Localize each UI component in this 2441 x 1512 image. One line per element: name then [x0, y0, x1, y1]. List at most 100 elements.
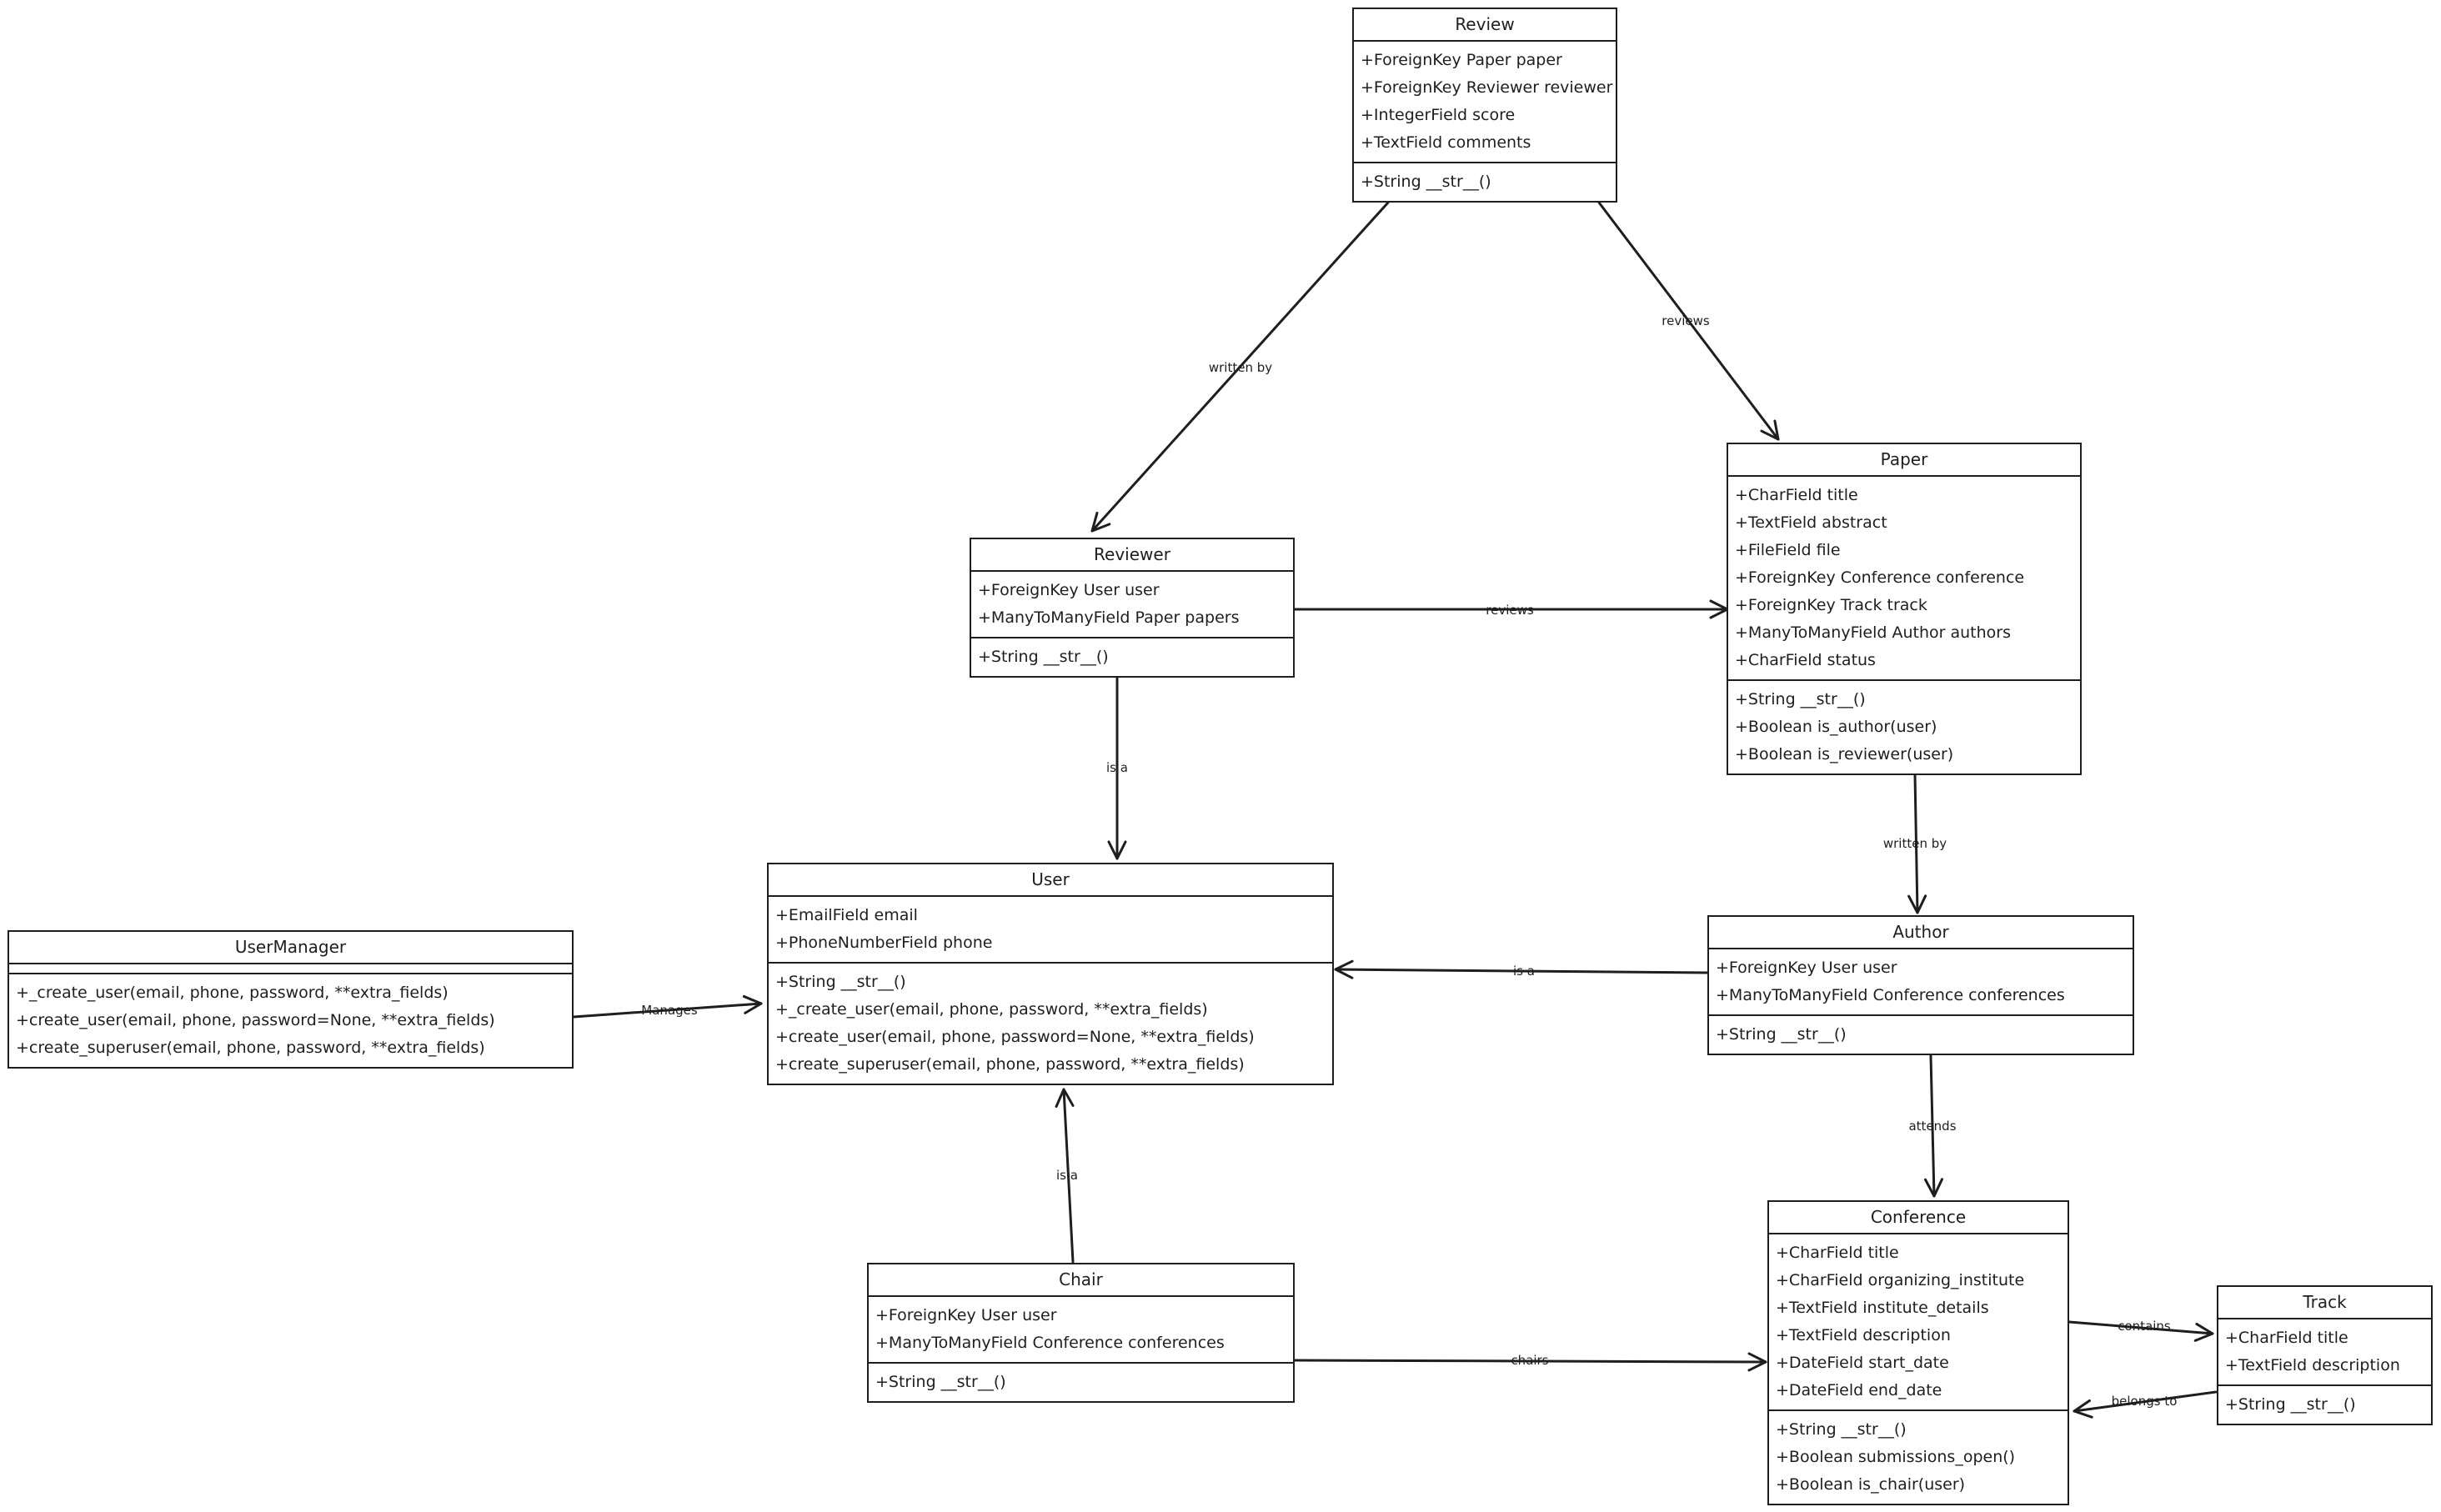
method: +_create_user(email, phone, password, **…: [775, 1000, 1208, 1019]
attributes-section: +CharField title +TextField abstract +Fi…: [1728, 477, 2080, 679]
methods-section: +String __str__(): [971, 637, 1293, 676]
label-review-reviewer: written by: [1209, 360, 1272, 375]
class-title: Paper: [1728, 444, 2080, 477]
attribute: +TextField institute_details: [1776, 1299, 1989, 1317]
class-title: UserManager: [9, 932, 572, 964]
method: +String __str__(): [1776, 1420, 1907, 1439]
method: +Boolean is_author(user): [1735, 718, 1937, 736]
edge-paper-author: [1907, 773, 1927, 914]
attribute: +TextField comments: [1361, 133, 1531, 152]
attribute: +DateField start_date: [1776, 1354, 1949, 1372]
edge-chair-user: [1055, 1088, 1075, 1264]
attribute: +CharField title: [1776, 1244, 1899, 1262]
attribute: +ForeignKey User user: [875, 1306, 1057, 1324]
method: +_create_user(email, phone, password, **…: [16, 984, 449, 1002]
class-paper[interactable]: Paper +CharField title +TextField abstra…: [1727, 443, 2082, 775]
methods-section: +String __str__(): [2218, 1384, 2431, 1424]
class-title: Conference: [1769, 1202, 2068, 1234]
class-user[interactable]: User +EmailField email +PhoneNumberField…: [767, 863, 1334, 1085]
class-track[interactable]: Track +CharField title +TextField descri…: [2217, 1285, 2433, 1425]
methods-section: +String __str__(): [1354, 162, 1616, 201]
method: +Boolean submissions_open(): [1776, 1448, 2016, 1466]
class-title: User: [769, 864, 1332, 897]
method: +Boolean is_reviewer(user): [1735, 745, 1954, 764]
class-title: Chair: [869, 1264, 1293, 1297]
attribute: +ForeignKey User user: [978, 581, 1160, 599]
label-author-user: is a: [1513, 964, 1535, 979]
method: +create_user(email, phone, password=None…: [775, 1028, 1255, 1046]
class-review[interactable]: Review +ForeignKey Paper paper +ForeignK…: [1352, 8, 1617, 203]
class-chair[interactable]: Chair +ForeignKey User user +ManyToManyF…: [867, 1263, 1295, 1403]
attribute: +DateField end_date: [1776, 1381, 1942, 1399]
methods-section: +String __str__(): [1709, 1014, 2133, 1054]
attributes-section: +ForeignKey User user +ManyToManyField C…: [869, 1297, 1293, 1362]
methods-section: +String __str__() +_create_user(email, p…: [769, 962, 1332, 1084]
attributes-section: +EmailField email +PhoneNumberField phon…: [769, 897, 1332, 962]
class-title: Reviewer: [971, 539, 1293, 572]
attribute: +TextField abstract: [1735, 513, 1887, 532]
attribute: +CharField title: [2225, 1329, 2348, 1347]
edge-author-user: [1334, 959, 1709, 979]
label-conference-track: contains: [2118, 1319, 2171, 1334]
label-reviewer-paper: reviews: [1486, 603, 1534, 618]
label-chair-conference: chairs: [1511, 1353, 1548, 1368]
class-author[interactable]: Author +ForeignKey User user +ManyToMany…: [1707, 915, 2134, 1055]
attribute: +ForeignKey Paper paper: [1361, 51, 1562, 69]
class-title: Track: [2218, 1287, 2431, 1319]
class-conference[interactable]: Conference +CharField title +CharField o…: [1767, 1200, 2069, 1505]
attribute: +CharField organizing_institute: [1776, 1271, 2025, 1289]
methods-section: +String __str__() +Boolean submissions_o…: [1769, 1409, 2068, 1504]
attribute: +ForeignKey User user: [1716, 959, 1897, 977]
label-chair-user: is a: [1056, 1168, 1078, 1183]
label-author-conference: attends: [1908, 1119, 1956, 1134]
class-usermanager[interactable]: UserManager +_create_user(email, phone, …: [8, 930, 574, 1069]
method: +create_superuser(email, phone, password…: [16, 1039, 485, 1057]
class-title: Author: [1709, 917, 2133, 949]
attributes-section: +ForeignKey Paper paper +ForeignKey Revi…: [1354, 42, 1616, 162]
edge-usermanager-user: [572, 994, 763, 1019]
method: +String __str__(): [1735, 690, 1866, 708]
method: +String __str__(): [2225, 1395, 2356, 1414]
edge-chair-conference: [1293, 1352, 1767, 1372]
attribute: +ManyToManyField Conference conferences: [875, 1334, 1225, 1352]
attributes-section: +CharField title +TextField description: [2218, 1319, 2431, 1384]
method: +String __str__(): [978, 648, 1109, 666]
method: +String __str__(): [1716, 1025, 1847, 1044]
label-review-paper: reviews: [1662, 313, 1710, 328]
attribute: +EmailField email: [775, 906, 918, 924]
methods-section: +String __str__(): [869, 1362, 1293, 1401]
attribute: +ForeignKey Reviewer reviewer: [1361, 78, 1613, 97]
method: +create_superuser(email, phone, password…: [775, 1055, 1245, 1074]
attribute: +IntegerField score: [1361, 106, 1516, 124]
edge-track-conference: [2073, 1390, 2218, 1419]
attribute: +ManyToManyField Author authors: [1735, 623, 2011, 642]
class-reviewer[interactable]: Reviewer +ForeignKey User user +ManyToMa…: [970, 538, 1295, 678]
method: +Boolean is_chair(user): [1776, 1475, 1966, 1494]
method: +String __str__(): [775, 973, 906, 991]
attribute: +ForeignKey Conference conference: [1735, 568, 2025, 587]
method: +String __str__(): [1361, 173, 1491, 191]
label-track-conference: belongs to: [2112, 1394, 2178, 1409]
attribute: +TextField description: [2225, 1356, 2400, 1374]
edge-review-paper: [1597, 201, 1780, 441]
method: +String __str__(): [875, 1373, 1006, 1391]
attribute: +ForeignKey Track track: [1735, 596, 1927, 614]
attribute: +CharField title: [1735, 486, 1858, 504]
attribute: +TextField description: [1776, 1326, 1951, 1344]
attribute: +PhoneNumberField phone: [775, 934, 993, 952]
label-reviewer-user: is a: [1106, 760, 1128, 775]
label-usermanager-user: Manages: [641, 1003, 698, 1018]
attributes-section: +CharField title +CharField organizing_i…: [1769, 1234, 2068, 1409]
attributes-section: [9, 964, 572, 973]
edge-conference-track: [2068, 1320, 2214, 1342]
attributes-section: +ForeignKey User user +ManyToManyField C…: [1709, 949, 2133, 1014]
label-paper-author: written by: [1883, 836, 1947, 851]
methods-section: +String __str__() +Boolean is_author(use…: [1728, 679, 2080, 774]
attributes-section: +ForeignKey User user +ManyToManyField P…: [971, 572, 1293, 637]
methods-section: +_create_user(email, phone, password, **…: [9, 973, 572, 1067]
class-title: Review: [1354, 9, 1616, 42]
attribute: +ManyToManyField Paper papers: [978, 608, 1240, 627]
edge-review-reviewer: [1090, 201, 1390, 533]
